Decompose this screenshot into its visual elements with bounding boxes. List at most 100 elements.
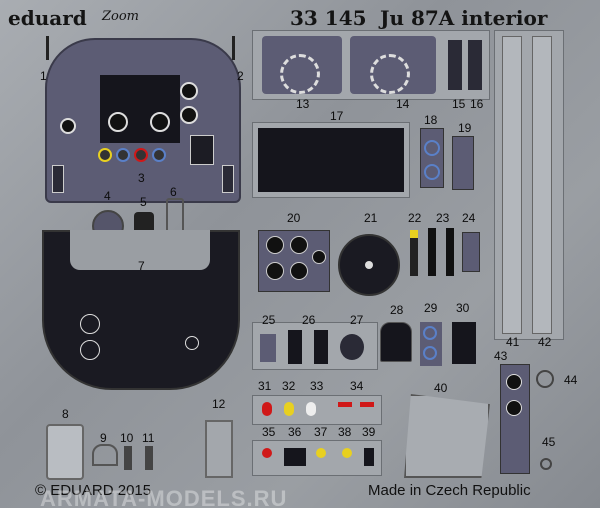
- part-number: 2: [237, 69, 244, 83]
- part-number: 18: [424, 113, 438, 127]
- lever-black: [446, 228, 454, 276]
- arc-gauge: [370, 54, 410, 94]
- control-box: [452, 136, 474, 190]
- small-box: [448, 40, 462, 90]
- instrument-cluster-dark: [100, 75, 180, 143]
- arc-gauge: [280, 54, 320, 94]
- switch-strip: [314, 330, 328, 364]
- gauge: [506, 374, 522, 390]
- gauge: [424, 164, 440, 180]
- watermark: ARMATA-MODELS.RU: [40, 486, 288, 508]
- yellow-knob: [284, 402, 294, 416]
- dark-dial-box: [380, 322, 412, 362]
- part-number: 29: [424, 301, 438, 315]
- vertical-panel: [500, 364, 530, 474]
- white-knob: [306, 402, 316, 416]
- part-number: 10: [120, 431, 134, 445]
- part-number: 3: [138, 171, 145, 185]
- gauge: [290, 236, 308, 254]
- gauge: [150, 112, 170, 132]
- part-number: 6: [170, 185, 177, 199]
- part-number: 45: [542, 435, 556, 449]
- crosshair-ring: [536, 370, 554, 388]
- small-clip: [124, 446, 132, 470]
- part-number: 43: [494, 349, 508, 363]
- floor-gauge: [80, 314, 100, 334]
- part-number: 34: [350, 379, 364, 393]
- right-side-strip: [222, 165, 234, 193]
- lever-black: [428, 228, 436, 276]
- part-number: 13: [296, 97, 310, 111]
- mount-pin: [232, 36, 235, 60]
- part-number: 36: [288, 425, 302, 439]
- set-number: 33 145: [290, 6, 367, 30]
- set-title: Ju 87A interior: [380, 6, 548, 30]
- part-number: 12: [212, 397, 226, 411]
- floor-cutout: [70, 230, 210, 270]
- part-number: 15: [452, 97, 466, 111]
- part-number: 27: [350, 313, 364, 327]
- origin-text: Made in Czech Republic: [368, 482, 531, 499]
- small-panel: [260, 334, 276, 362]
- part-number: 33: [310, 379, 324, 393]
- part-number: 20: [287, 211, 301, 225]
- small-box: [364, 448, 374, 466]
- part-number: 40: [434, 381, 448, 395]
- small-ring: [540, 458, 552, 470]
- zoom-logo: Zoom: [102, 9, 140, 24]
- dark-box: [452, 322, 476, 364]
- part-number: 1: [40, 69, 47, 83]
- gauge: [290, 262, 308, 280]
- brand-logo: eduard: [8, 6, 87, 30]
- gauge: [266, 236, 284, 254]
- lever-row-frame: [252, 395, 382, 425]
- part-number: 32: [282, 379, 296, 393]
- red-knob: [262, 402, 272, 416]
- floor-gauge: [80, 340, 100, 360]
- red-t-handle: [338, 402, 352, 407]
- small-clip: [145, 446, 153, 470]
- part-number: 35: [262, 425, 276, 439]
- part-number: 26: [302, 313, 316, 327]
- part-number: 21: [364, 211, 378, 225]
- side-switch-box: [190, 135, 214, 165]
- gauge: [180, 106, 198, 124]
- floor-gauge: [185, 336, 199, 350]
- small-panel: [462, 232, 480, 272]
- gauge-row-colored: [134, 148, 148, 162]
- part-number: 38: [338, 425, 352, 439]
- switch-strip: [284, 448, 306, 466]
- part-number: 16: [470, 97, 484, 111]
- part-number: 28: [390, 303, 404, 317]
- part-number: 24: [462, 211, 476, 225]
- part-number: 22: [408, 211, 422, 225]
- copyright-text: © EDUARD 2015: [35, 482, 152, 499]
- gauge: [60, 118, 76, 134]
- oval-part: [340, 334, 364, 360]
- part-number: 5: [140, 195, 147, 209]
- seat-part: [46, 424, 84, 480]
- mount-pin: [46, 36, 49, 60]
- long-strip: [502, 36, 522, 334]
- gauge: [180, 82, 198, 100]
- part-number: 11: [142, 431, 155, 445]
- part-number: 37: [314, 425, 328, 439]
- red-t-handle: [360, 402, 374, 407]
- part-number: 4: [104, 189, 111, 203]
- small-box: [468, 40, 482, 90]
- switch-panel: [258, 128, 404, 192]
- gauge-row-colored: [116, 148, 130, 162]
- long-strip: [532, 36, 552, 334]
- gauge: [423, 326, 437, 340]
- part-number: 25: [262, 313, 276, 327]
- part-number: 9: [100, 431, 107, 445]
- switch-strip: [288, 330, 302, 364]
- disc-center: [365, 261, 373, 269]
- lever-yellow: [410, 230, 418, 276]
- part-number: 23: [436, 211, 450, 225]
- trapezoid-plate: [404, 394, 490, 478]
- gauge: [108, 112, 128, 132]
- red-knob: [262, 448, 272, 458]
- part-number: 39: [362, 425, 376, 439]
- part-number: 41: [506, 335, 520, 349]
